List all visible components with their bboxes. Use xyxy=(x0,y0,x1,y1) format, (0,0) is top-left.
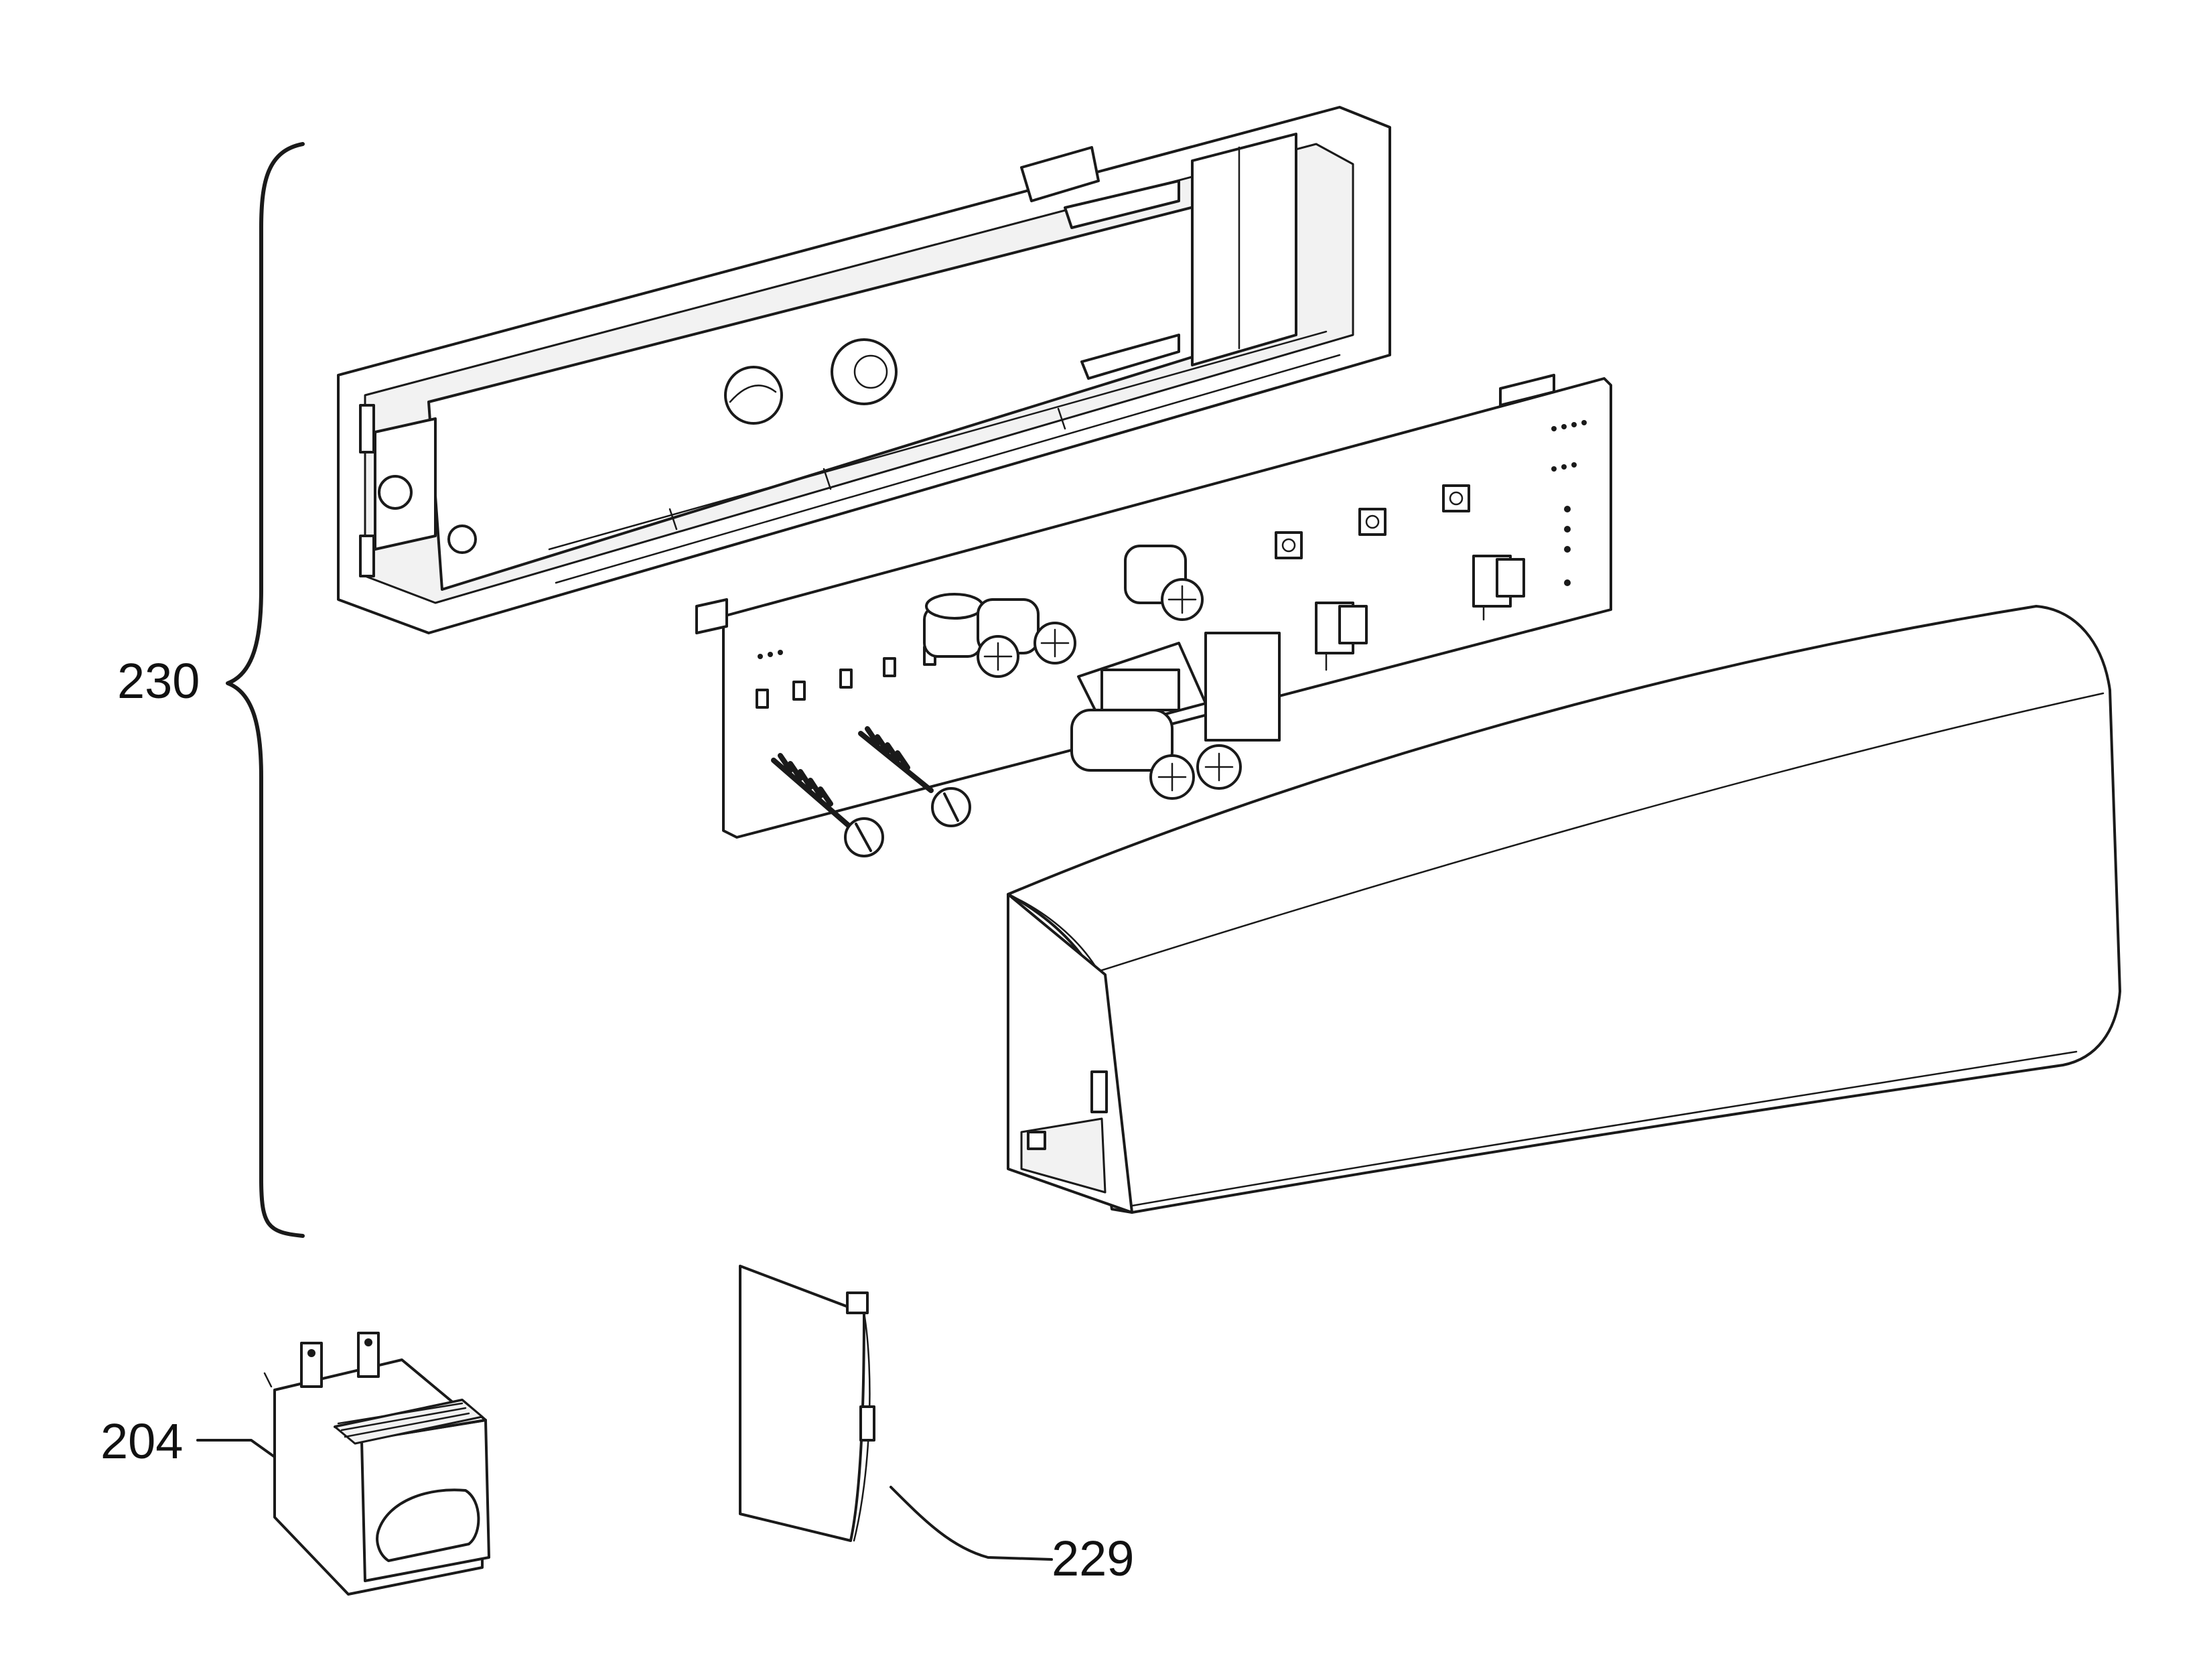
mounting-screws xyxy=(771,726,971,857)
board-relays xyxy=(1315,555,1525,671)
label-230: 230 xyxy=(117,653,200,709)
tactile-buttons xyxy=(1275,484,1470,559)
label-204: 204 xyxy=(100,1413,184,1469)
cover-plate xyxy=(739,1265,875,1542)
rocker-switch xyxy=(263,1332,490,1596)
leader-229 xyxy=(890,1486,1053,1561)
board-capacitors xyxy=(923,545,1281,800)
upper-frame xyxy=(337,106,1391,634)
handle-cover xyxy=(1007,605,2121,1214)
leader-204 xyxy=(196,1439,276,1458)
assembly-brace xyxy=(226,142,305,1238)
board-leds xyxy=(758,420,1587,659)
label-229: 229 xyxy=(1052,1531,1135,1586)
circuit-board xyxy=(695,374,1612,839)
